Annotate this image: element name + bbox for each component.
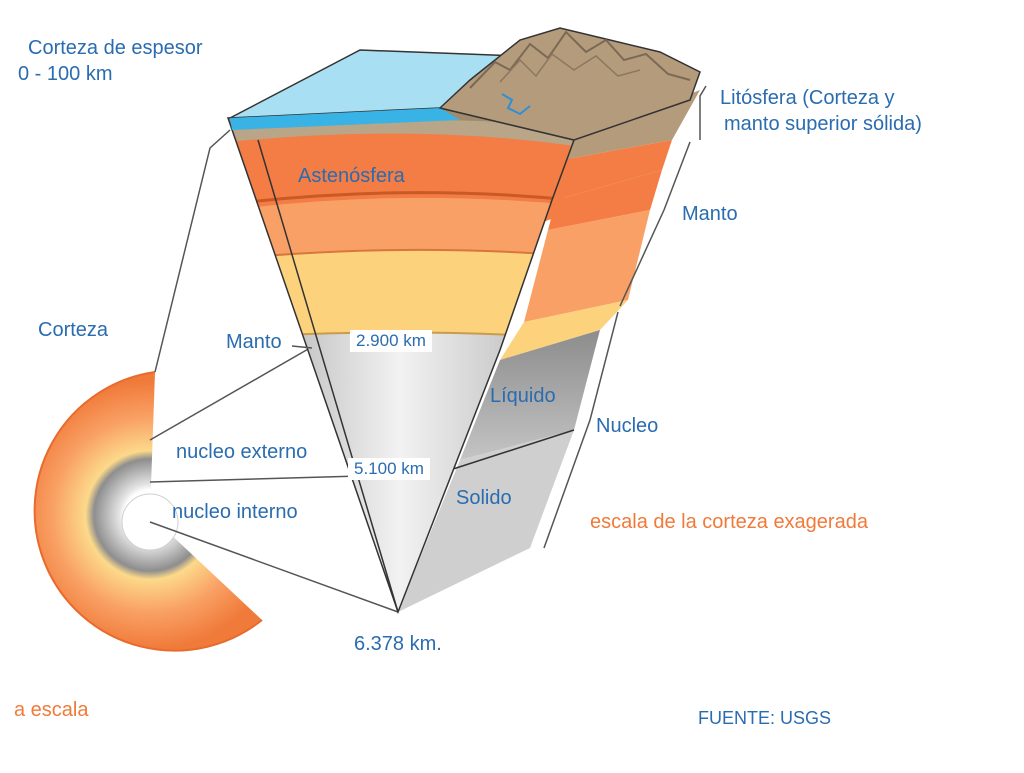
river [501, 93, 531, 116]
lithosphere-label-line2: manto superior sólida) [724, 113, 922, 135]
outer-core-label: nucleo externo [176, 441, 308, 463]
mantle-left-label: Manto [226, 331, 282, 353]
to-scale-label: a escala [14, 699, 89, 721]
nucleus-label: Nucleo [596, 415, 659, 437]
mantle-connector [149, 347, 311, 441]
lithosphere-bracket [699, 85, 707, 140]
connector-lines [149, 129, 399, 613]
source-label: FUENTE: USGS [698, 708, 832, 728]
depth-5100-label: 5.100 km [348, 458, 430, 480]
depth-2900-label: 2.900 km [350, 330, 432, 352]
inner-core-connector [149, 521, 399, 613]
crust-thickness-label: Corteza de espesor [28, 37, 203, 59]
right-brackets [543, 85, 707, 549]
inner-core-label: nucleo interno [172, 501, 298, 523]
surface-block [229, 27, 701, 141]
crust-left-label: Corteza [38, 319, 109, 341]
crust-connector [154, 129, 231, 373]
mantle-bracket [619, 141, 691, 307]
mantle-right-label: Manto [682, 203, 738, 225]
ocean-water-edge [230, 108, 460, 130]
depth-6378-label: 6.378 km. [354, 633, 442, 655]
crust-range-label: 0 - 100 km [18, 63, 113, 85]
asthenosphere-label: Astenósfera [298, 165, 405, 187]
lithosphere-label-line1: Litósfera (Corteza y [720, 87, 895, 109]
exaggerated-scale-label: escala de la corteza exagerada [590, 511, 868, 533]
outer-core-connector [149, 475, 361, 483]
liquid-label: Líquido [490, 385, 556, 407]
nucleus-bracket [543, 311, 619, 549]
solid-label: Solido [456, 487, 512, 509]
